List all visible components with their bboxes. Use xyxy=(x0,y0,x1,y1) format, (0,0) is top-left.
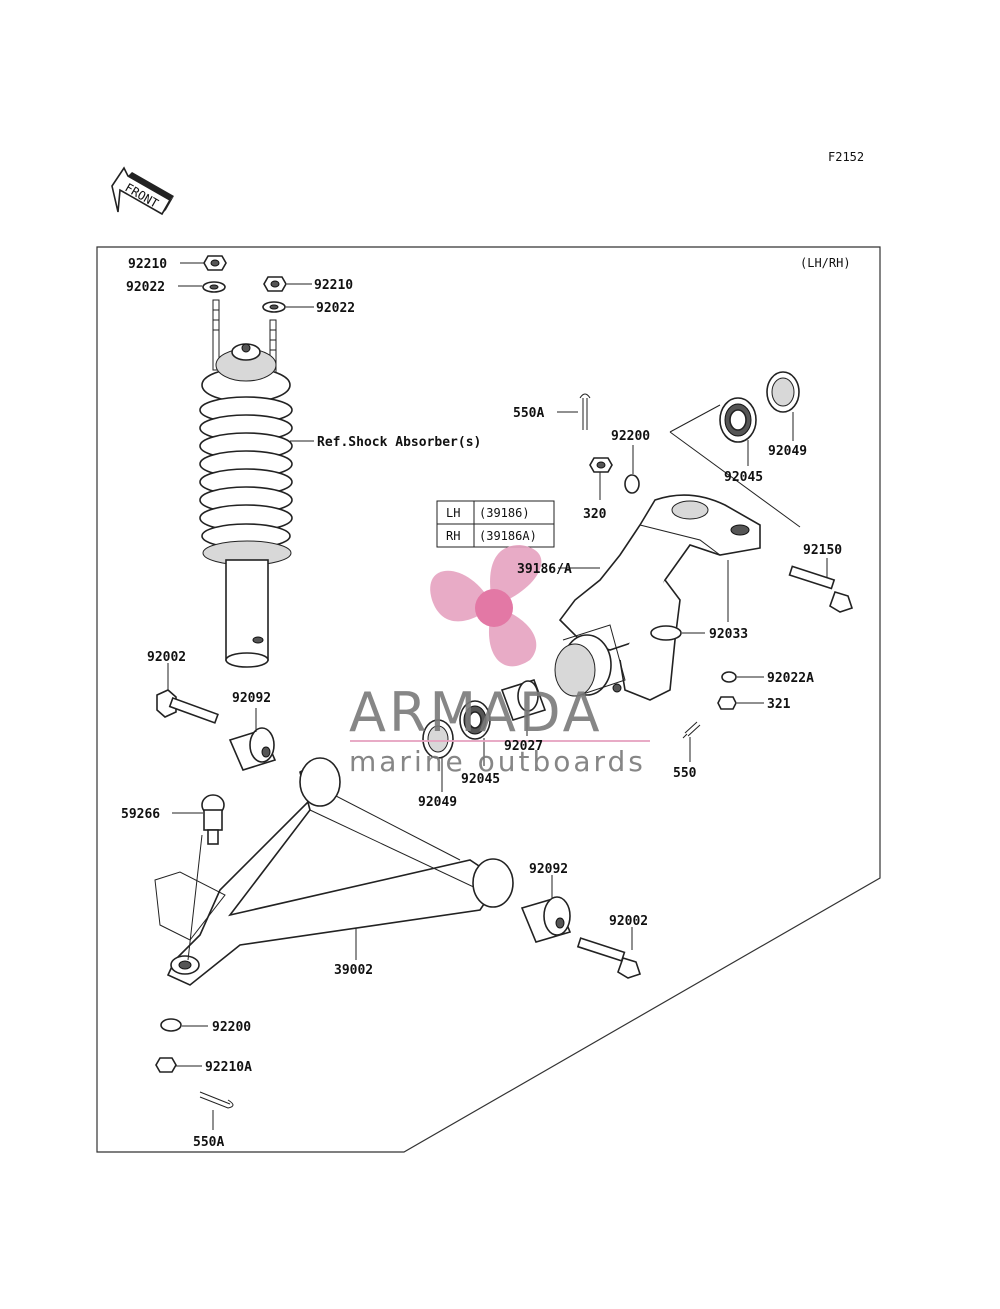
part-label: 320 xyxy=(583,507,607,522)
bearing-icon xyxy=(719,397,757,443)
watermark-tagline: marine outboards xyxy=(349,745,646,778)
variant-part-lh: (39186) xyxy=(479,506,530,520)
part-label: 550A xyxy=(513,406,544,421)
part-label: Ref.Shock Absorber(s) xyxy=(317,435,481,450)
part-label: 92045 xyxy=(461,772,500,787)
variant-part-rh: (39186A) xyxy=(479,529,537,543)
washer-icon xyxy=(624,474,640,494)
part-label: 92049 xyxy=(418,795,457,810)
part-label: 92210 xyxy=(128,257,167,272)
side-note: (LH/RH) xyxy=(800,256,851,270)
part-label: 92027 xyxy=(504,739,543,754)
collar-icon xyxy=(500,679,547,721)
seal-icon xyxy=(422,719,454,759)
part-label: 92200 xyxy=(611,429,650,444)
part-label: 550 xyxy=(673,766,697,781)
nut-icon xyxy=(203,255,227,271)
bolt-icon xyxy=(156,689,219,724)
part-label: 92002 xyxy=(147,650,186,665)
figure-code: F2152 xyxy=(828,150,864,164)
part-label: 92022 xyxy=(126,280,165,295)
bearing-icon xyxy=(459,700,491,740)
part-labels: 92210 92022 92210 92022 Ref.Shock Absorb… xyxy=(121,257,842,1150)
part-label: 321 xyxy=(767,697,791,712)
part-label: 92092 xyxy=(529,862,568,877)
part-label: 550A xyxy=(193,1135,224,1150)
bushing-icon xyxy=(520,896,572,943)
nut-icon xyxy=(717,696,737,710)
part-label: 39002 xyxy=(334,963,373,978)
seal-icon xyxy=(766,371,800,413)
variant-side-lh: LH xyxy=(446,506,460,520)
part-label: 92150 xyxy=(803,543,842,558)
part-label: 39186/A xyxy=(517,562,572,577)
watermark: ARMADA marine outboards xyxy=(349,545,650,778)
propeller-logo-icon xyxy=(430,545,542,667)
shock-absorber-drawing xyxy=(199,299,293,668)
cotter-pin-icon xyxy=(682,721,701,739)
part-label: 92049 xyxy=(768,444,807,459)
bolt-icon xyxy=(576,937,642,979)
leader-lines xyxy=(167,262,828,1130)
front-arrow-icon: FRONT xyxy=(111,166,174,216)
cotter-pin-icon xyxy=(579,393,591,430)
part-label: 92045 xyxy=(724,470,763,485)
nut-icon xyxy=(263,276,287,292)
nut-icon xyxy=(155,1057,177,1073)
part-label: 92210A xyxy=(205,1060,252,1075)
variant-side-rh: RH xyxy=(446,529,460,543)
washer-icon xyxy=(160,1018,182,1032)
part-label: 92092 xyxy=(232,691,271,706)
part-label: 92210 xyxy=(314,278,353,293)
part-label: 59266 xyxy=(121,807,160,822)
part-label: 92033 xyxy=(709,627,748,642)
bolt-icon xyxy=(788,565,854,613)
diagram-frame xyxy=(96,246,881,1153)
ball-joint-icon xyxy=(201,794,225,845)
cotter-pin-icon xyxy=(199,1091,234,1109)
bushing-icon xyxy=(228,727,277,771)
nut-icon xyxy=(589,457,613,473)
part-label: 92022A xyxy=(767,671,814,686)
variant-table: LH (39186) RH (39186A) xyxy=(436,500,555,548)
part-label: 92002 xyxy=(609,914,648,929)
snap-ring-icon xyxy=(650,625,682,641)
part-label: 92200 xyxy=(212,1020,251,1035)
a-arm-drawing xyxy=(154,757,514,986)
part-label: 92022 xyxy=(316,301,355,316)
watermark-brand: ARMADA xyxy=(349,681,603,744)
knuckle-drawing xyxy=(554,494,761,701)
washer-icon xyxy=(721,671,737,683)
